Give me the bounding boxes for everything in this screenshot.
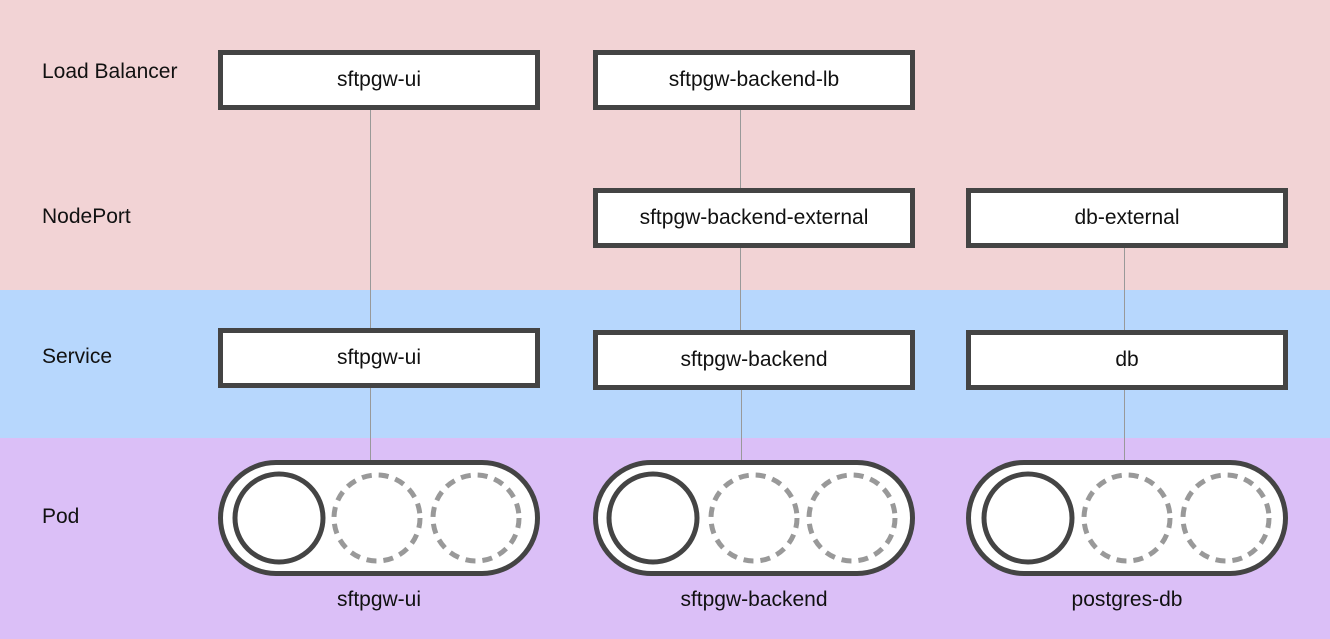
pod-shape-postgres-db — [966, 460, 1288, 576]
tier-label-load-balancer: Load Balancer — [42, 60, 178, 83]
connector-ui-service-to-pod — [370, 388, 371, 462]
connector-backend-nodeport-to-service — [740, 248, 741, 332]
lb-box-label: sftpgw-ui — [336, 68, 422, 91]
connector-db-nodeport-to-service — [1124, 248, 1125, 332]
service-box-label: sftpgw-ui — [336, 346, 422, 369]
service-box-sftpgw-backend: sftpgw-backend — [593, 330, 915, 390]
service-box-label: db — [1115, 348, 1139, 371]
pod-label-sftpgw-ui: sftpgw-ui — [336, 588, 422, 611]
pod-shape-sftpgw-ui — [218, 460, 540, 576]
connector-backend-lb-to-nodeport — [740, 110, 741, 190]
tier-label-service: Service — [42, 345, 113, 368]
service-box-sftpgw-ui: sftpgw-ui — [218, 328, 540, 388]
pod-label-postgres-db: postgres-db — [1071, 588, 1183, 611]
connector-ui-lb-to-service — [370, 110, 371, 332]
pod-shape-sftpgw-backend — [593, 460, 915, 576]
lb-box-label: sftpgw-backend-lb — [668, 68, 840, 91]
lb-box-sftpgw-ui: sftpgw-ui — [218, 50, 540, 110]
nodeport-box-sftpgw-backend-external: sftpgw-backend-external — [593, 188, 915, 248]
connector-db-service-to-pod — [1124, 390, 1125, 462]
lb-box-sftpgw-backend-lb: sftpgw-backend-lb — [593, 50, 915, 110]
nodeport-box-label: sftpgw-backend-external — [639, 206, 869, 229]
connector-backend-service-to-pod — [741, 390, 742, 462]
tier-label-pod: Pod — [42, 505, 80, 528]
nodeport-box-db-external: db-external — [966, 188, 1288, 248]
pod-label-sftpgw-backend: sftpgw-backend — [680, 588, 828, 611]
service-box-label: sftpgw-backend — [680, 348, 828, 371]
tier-label-nodeport: NodePort — [42, 205, 131, 228]
service-box-db: db — [966, 330, 1288, 390]
nodeport-box-label: db-external — [1074, 206, 1180, 229]
